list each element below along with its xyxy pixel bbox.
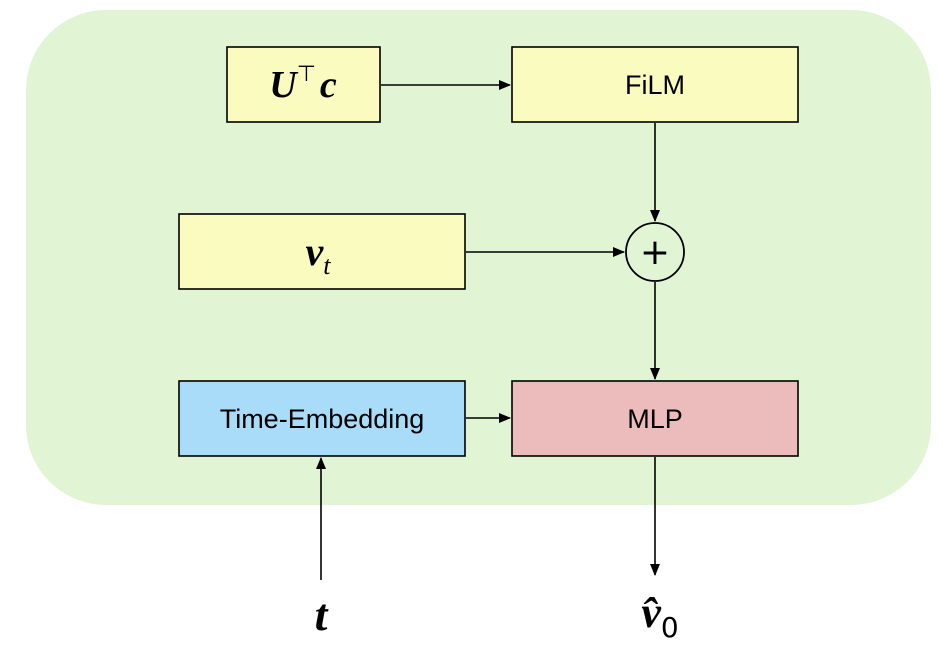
film-node: FiLM	[511, 46, 799, 123]
film-box	[511, 46, 799, 123]
v-t-node: vt	[178, 213, 466, 290]
t-input-label: t	[315, 589, 329, 640]
mlp-box	[511, 380, 799, 457]
transpose-symbol: ⊤	[297, 62, 316, 87]
time-embedding-node: Time-Embedding	[178, 380, 466, 457]
t-subscript: t	[323, 251, 331, 280]
u-transpose-c-node: U⊤c	[226, 46, 381, 123]
time-embedding-label: Time-Embedding	[220, 404, 425, 434]
v-symbol: v	[306, 229, 325, 274]
plus-icon: +	[640, 232, 670, 273]
v0-hat-output-label: v̂0	[641, 588, 678, 644]
u-transpose-c-box	[226, 46, 381, 123]
add-circle	[625, 222, 685, 282]
v-t-label: vt	[306, 229, 332, 280]
zero-subscript: 0	[661, 611, 679, 644]
add-node: +	[625, 222, 685, 282]
time-embedding-box	[178, 380, 466, 457]
mlp-label: MLP	[627, 404, 683, 434]
c-symbol: c	[320, 64, 337, 106]
film-label: FiLM	[625, 70, 685, 100]
mlp-node: MLP	[511, 380, 799, 457]
v-t-box	[178, 213, 466, 290]
u-symbol: U	[269, 64, 299, 106]
u-transpose-c-label: U⊤c	[269, 62, 337, 106]
v-hat-symbol: v̂	[641, 588, 661, 637]
